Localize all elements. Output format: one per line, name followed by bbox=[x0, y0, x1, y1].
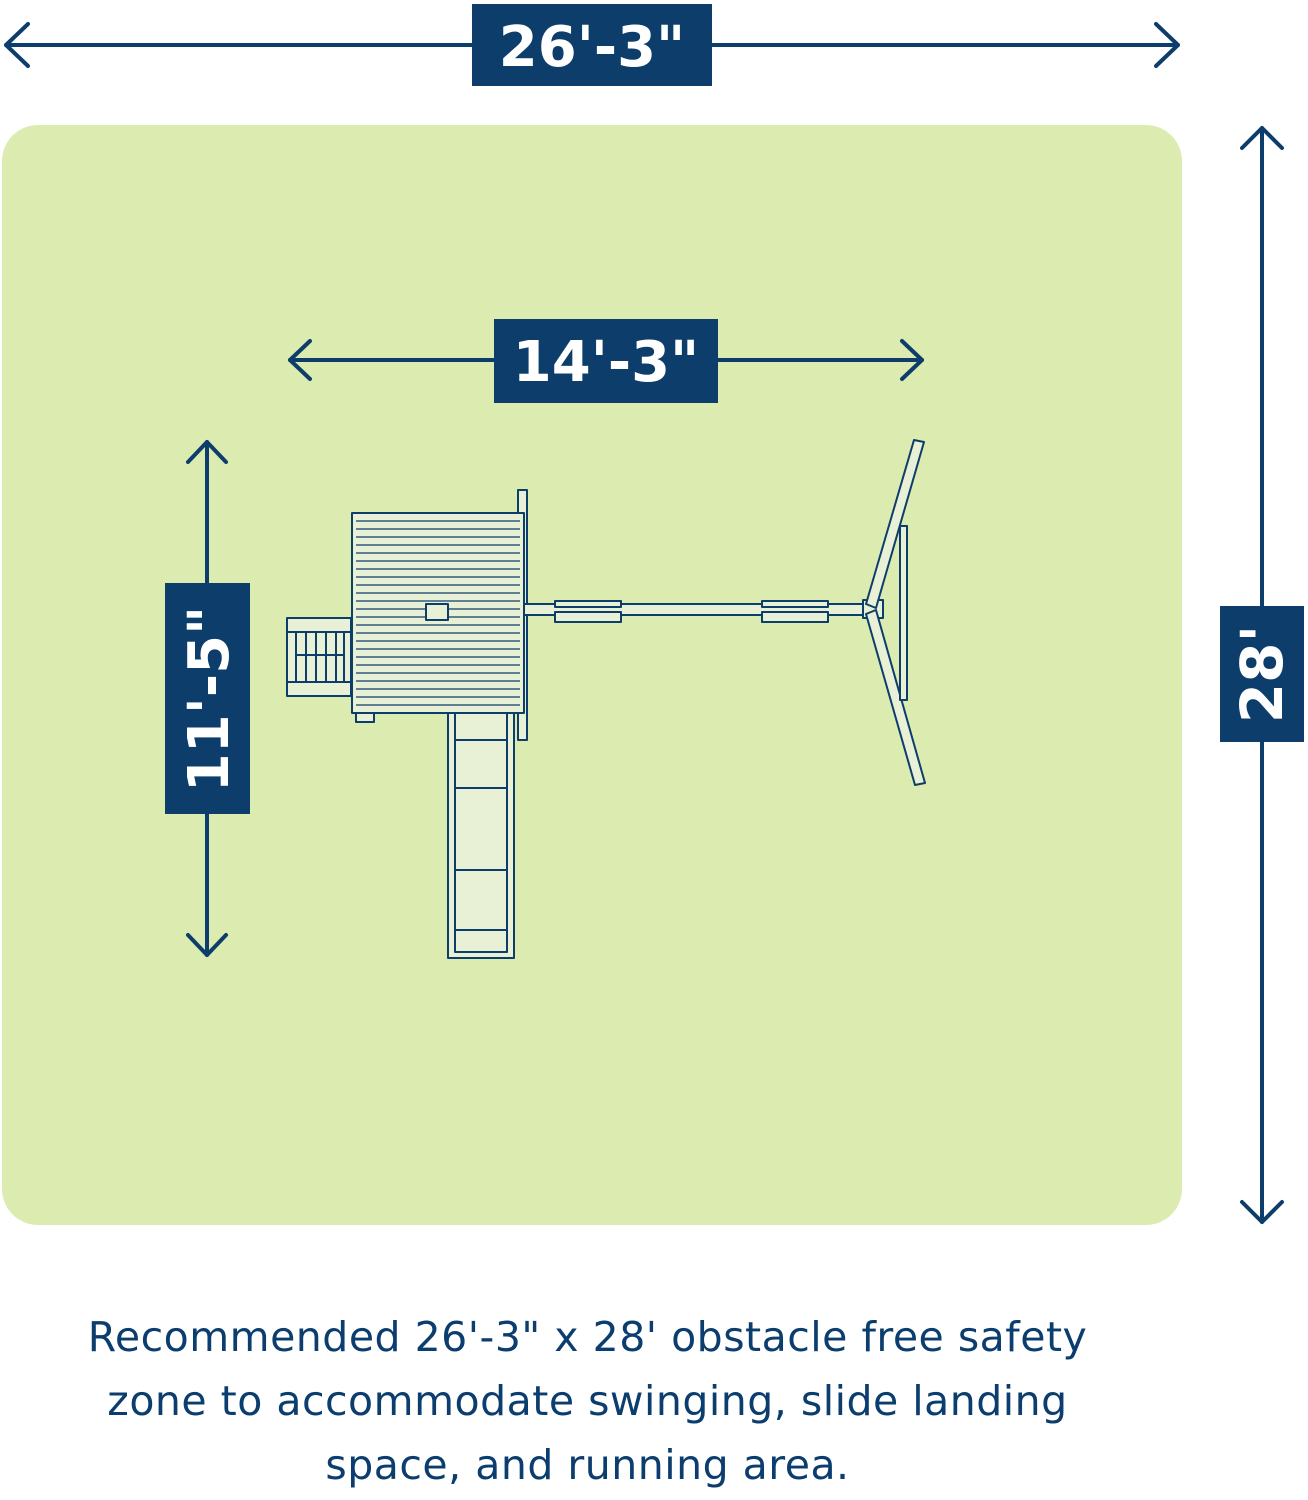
zone-width-label: 26'-3" bbox=[472, 4, 712, 86]
a-frame-icon bbox=[865, 439, 926, 786]
caption-line-1: Recommended 26'-3" x 28' obstacle free s… bbox=[87, 1313, 1088, 1361]
svg-text:14'-3": 14'-3" bbox=[513, 330, 699, 395]
ladder-icon bbox=[286, 617, 352, 697]
zone-depth-label: 28' bbox=[1220, 606, 1304, 742]
safety-zone-area bbox=[2, 125, 1182, 1225]
caption-line-2: zone to accommodate swinging, slide land… bbox=[107, 1377, 1068, 1425]
svg-text:28': 28' bbox=[1228, 625, 1296, 723]
playset-top-view-icon bbox=[286, 439, 926, 959]
safety-zone-caption: Recommended 26'-3" x 28' obstacle free s… bbox=[0, 1305, 1175, 1497]
set-depth-label: 11'-5" bbox=[165, 583, 250, 814]
caption-line-3: space, and running area. bbox=[325, 1441, 850, 1489]
slide-icon bbox=[447, 707, 515, 959]
svg-text:26'-3": 26'-3" bbox=[499, 15, 685, 80]
set-width-label: 14'-3" bbox=[494, 319, 718, 403]
svg-text:11'-5": 11'-5" bbox=[177, 606, 242, 792]
safety-zone-diagram: 26'-3" 28' 14'-3" 11'-5" bbox=[2, 4, 1304, 1225]
roof-icon bbox=[351, 512, 525, 714]
